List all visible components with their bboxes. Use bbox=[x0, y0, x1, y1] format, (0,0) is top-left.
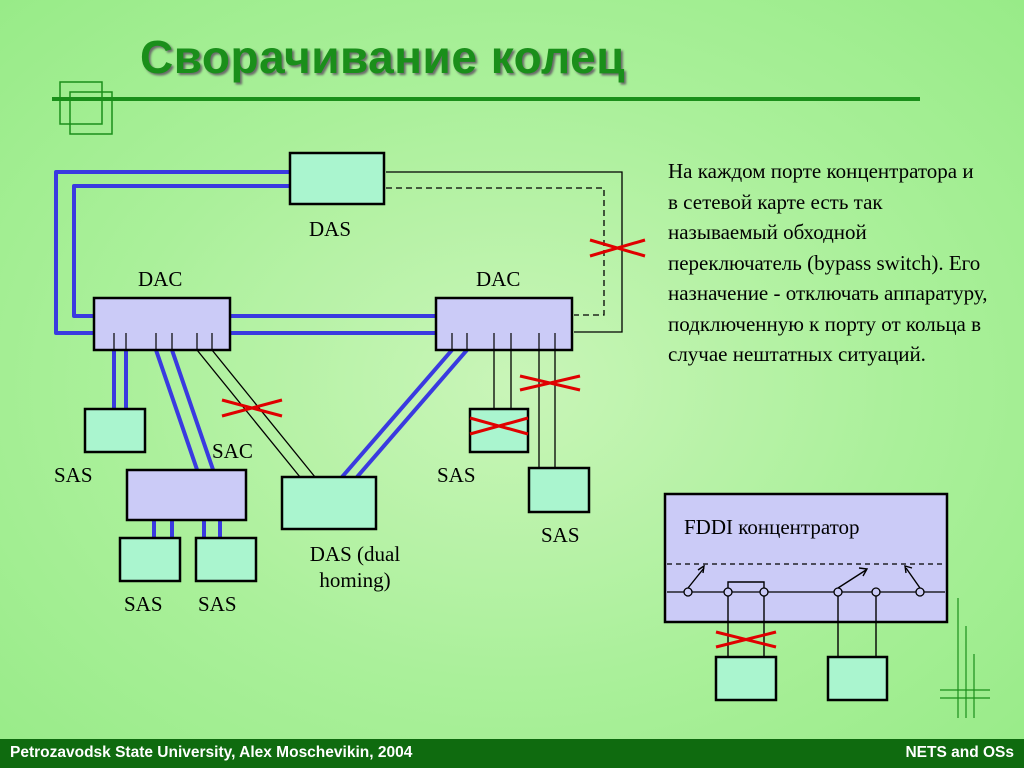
label-sac: SAC bbox=[212, 439, 253, 463]
dac-left-concentrator bbox=[92, 296, 232, 352]
das-dual-homing-station bbox=[280, 475, 378, 531]
dac-port-stubs bbox=[113, 333, 556, 350]
label-das-dual-homing: DAS (dual homing) bbox=[290, 541, 420, 593]
corner-ornament bbox=[940, 598, 990, 718]
label-sas-right-mid: SAS bbox=[437, 463, 476, 487]
fault-crosses bbox=[221, 238, 646, 436]
footer-left-text: Petrozavodsk State University, Alex Mosc… bbox=[10, 744, 413, 761]
fddi-concentrator-box bbox=[663, 492, 949, 624]
label-fddi-concentrator: FDDI концентратор bbox=[684, 515, 860, 539]
label-sas-bottom-2: SAS bbox=[198, 592, 237, 616]
label-sas-right-low: SAS bbox=[541, 523, 580, 547]
label-das-dual-line1: DAS (dual bbox=[309, 542, 401, 566]
label-sas-bottom-1: SAS bbox=[124, 592, 163, 616]
fault-cross-ring-link bbox=[589, 238, 646, 258]
fault-cross-sac-link bbox=[221, 398, 283, 418]
title-ornament bbox=[59, 81, 113, 135]
slide-description: На каждом порте концентратора и в сетево… bbox=[668, 159, 988, 366]
fddi-station-left bbox=[714, 655, 778, 702]
sas-bottom-station-2 bbox=[194, 536, 258, 583]
label-das-top: DAS bbox=[309, 217, 352, 241]
label-dac-right: DAC bbox=[476, 267, 521, 291]
fault-cross-sas-station bbox=[469, 416, 529, 436]
footer-bar: Petrozavodsk State University, Alex Mosc… bbox=[0, 739, 1024, 768]
fault-cross-fddi bbox=[715, 630, 777, 649]
dac-right-concentrator bbox=[434, 296, 574, 352]
fault-cross-right-port bbox=[519, 374, 581, 392]
label-das-dual-line2: homing) bbox=[319, 568, 391, 592]
footer-right-text: NETS and OSs bbox=[905, 744, 1014, 761]
slide-title: Сворачивание колец bbox=[140, 31, 626, 83]
sas-left-station bbox=[83, 407, 147, 454]
fddi-station-right bbox=[826, 655, 889, 702]
sac-concentrator bbox=[125, 468, 248, 522]
label-sas-left: SAS bbox=[54, 463, 93, 487]
sas-bottom-station-1 bbox=[118, 536, 182, 583]
das-top-station bbox=[288, 151, 386, 206]
fddi-concentrator-inset bbox=[663, 492, 949, 702]
sas-right-low-station bbox=[527, 466, 591, 514]
label-dac-left: DAC bbox=[138, 267, 183, 291]
